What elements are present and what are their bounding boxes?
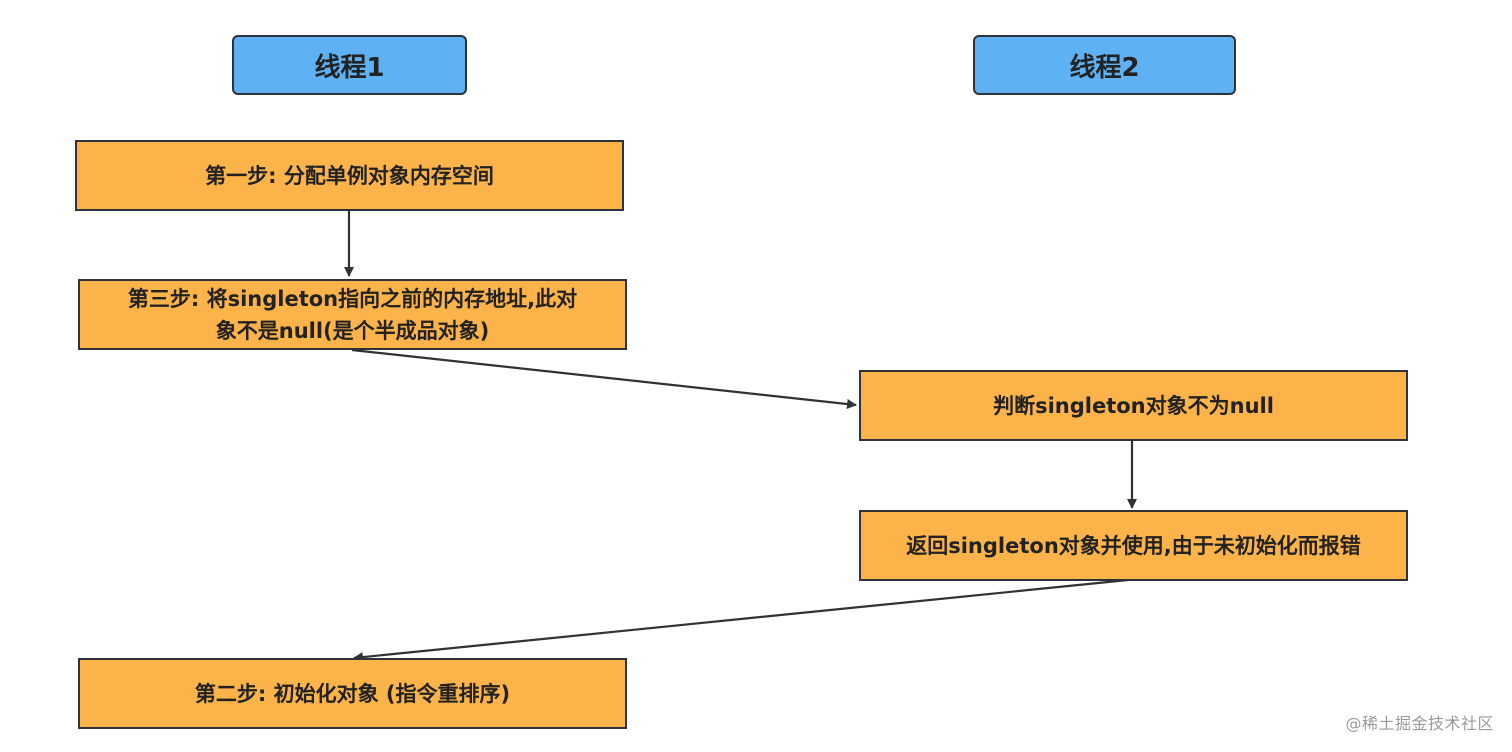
step-use-box: 返回singleton对象并使用,由于未初始化而报错 [859, 510, 1408, 581]
step-check-label: 判断singleton对象不为null [993, 393, 1274, 418]
thread2-header: 线程2 [973, 35, 1236, 95]
step-assign-label-line1: 第三步: 将singleton指向之前的内存地址,此对 [127, 286, 578, 311]
step-use-label: 返回singleton对象并使用,由于未初始化而报错 [906, 533, 1361, 558]
step-init-box: 第二步: 初始化对象 (指令重排序) [78, 658, 627, 729]
step-check-box: 判断singleton对象不为null [859, 370, 1408, 441]
thread2-label: 线程2 [1069, 52, 1140, 83]
watermark-text: @稀土掘金技术社区 [1345, 714, 1494, 733]
step-init-label: 第二步: 初始化对象 (指令重排序) [194, 681, 511, 706]
arrow-assign-to-check [351, 348, 857, 409]
step-alloc-label: 第一步: 分配单例对象内存空间 [205, 163, 494, 188]
thread1-header: 线程1 [232, 35, 467, 95]
step-alloc-box: 第一步: 分配单例对象内存空间 [75, 140, 624, 211]
step-assign-label-line2: 象不是null(是个半成品对象) [215, 318, 490, 343]
arrow-use-to-init [353, 578, 1129, 663]
step-assign-box: 第三步: 将singleton指向之前的内存地址,此对 象不是null(是个半成… [78, 279, 627, 350]
thread1-label: 线程1 [314, 52, 385, 83]
